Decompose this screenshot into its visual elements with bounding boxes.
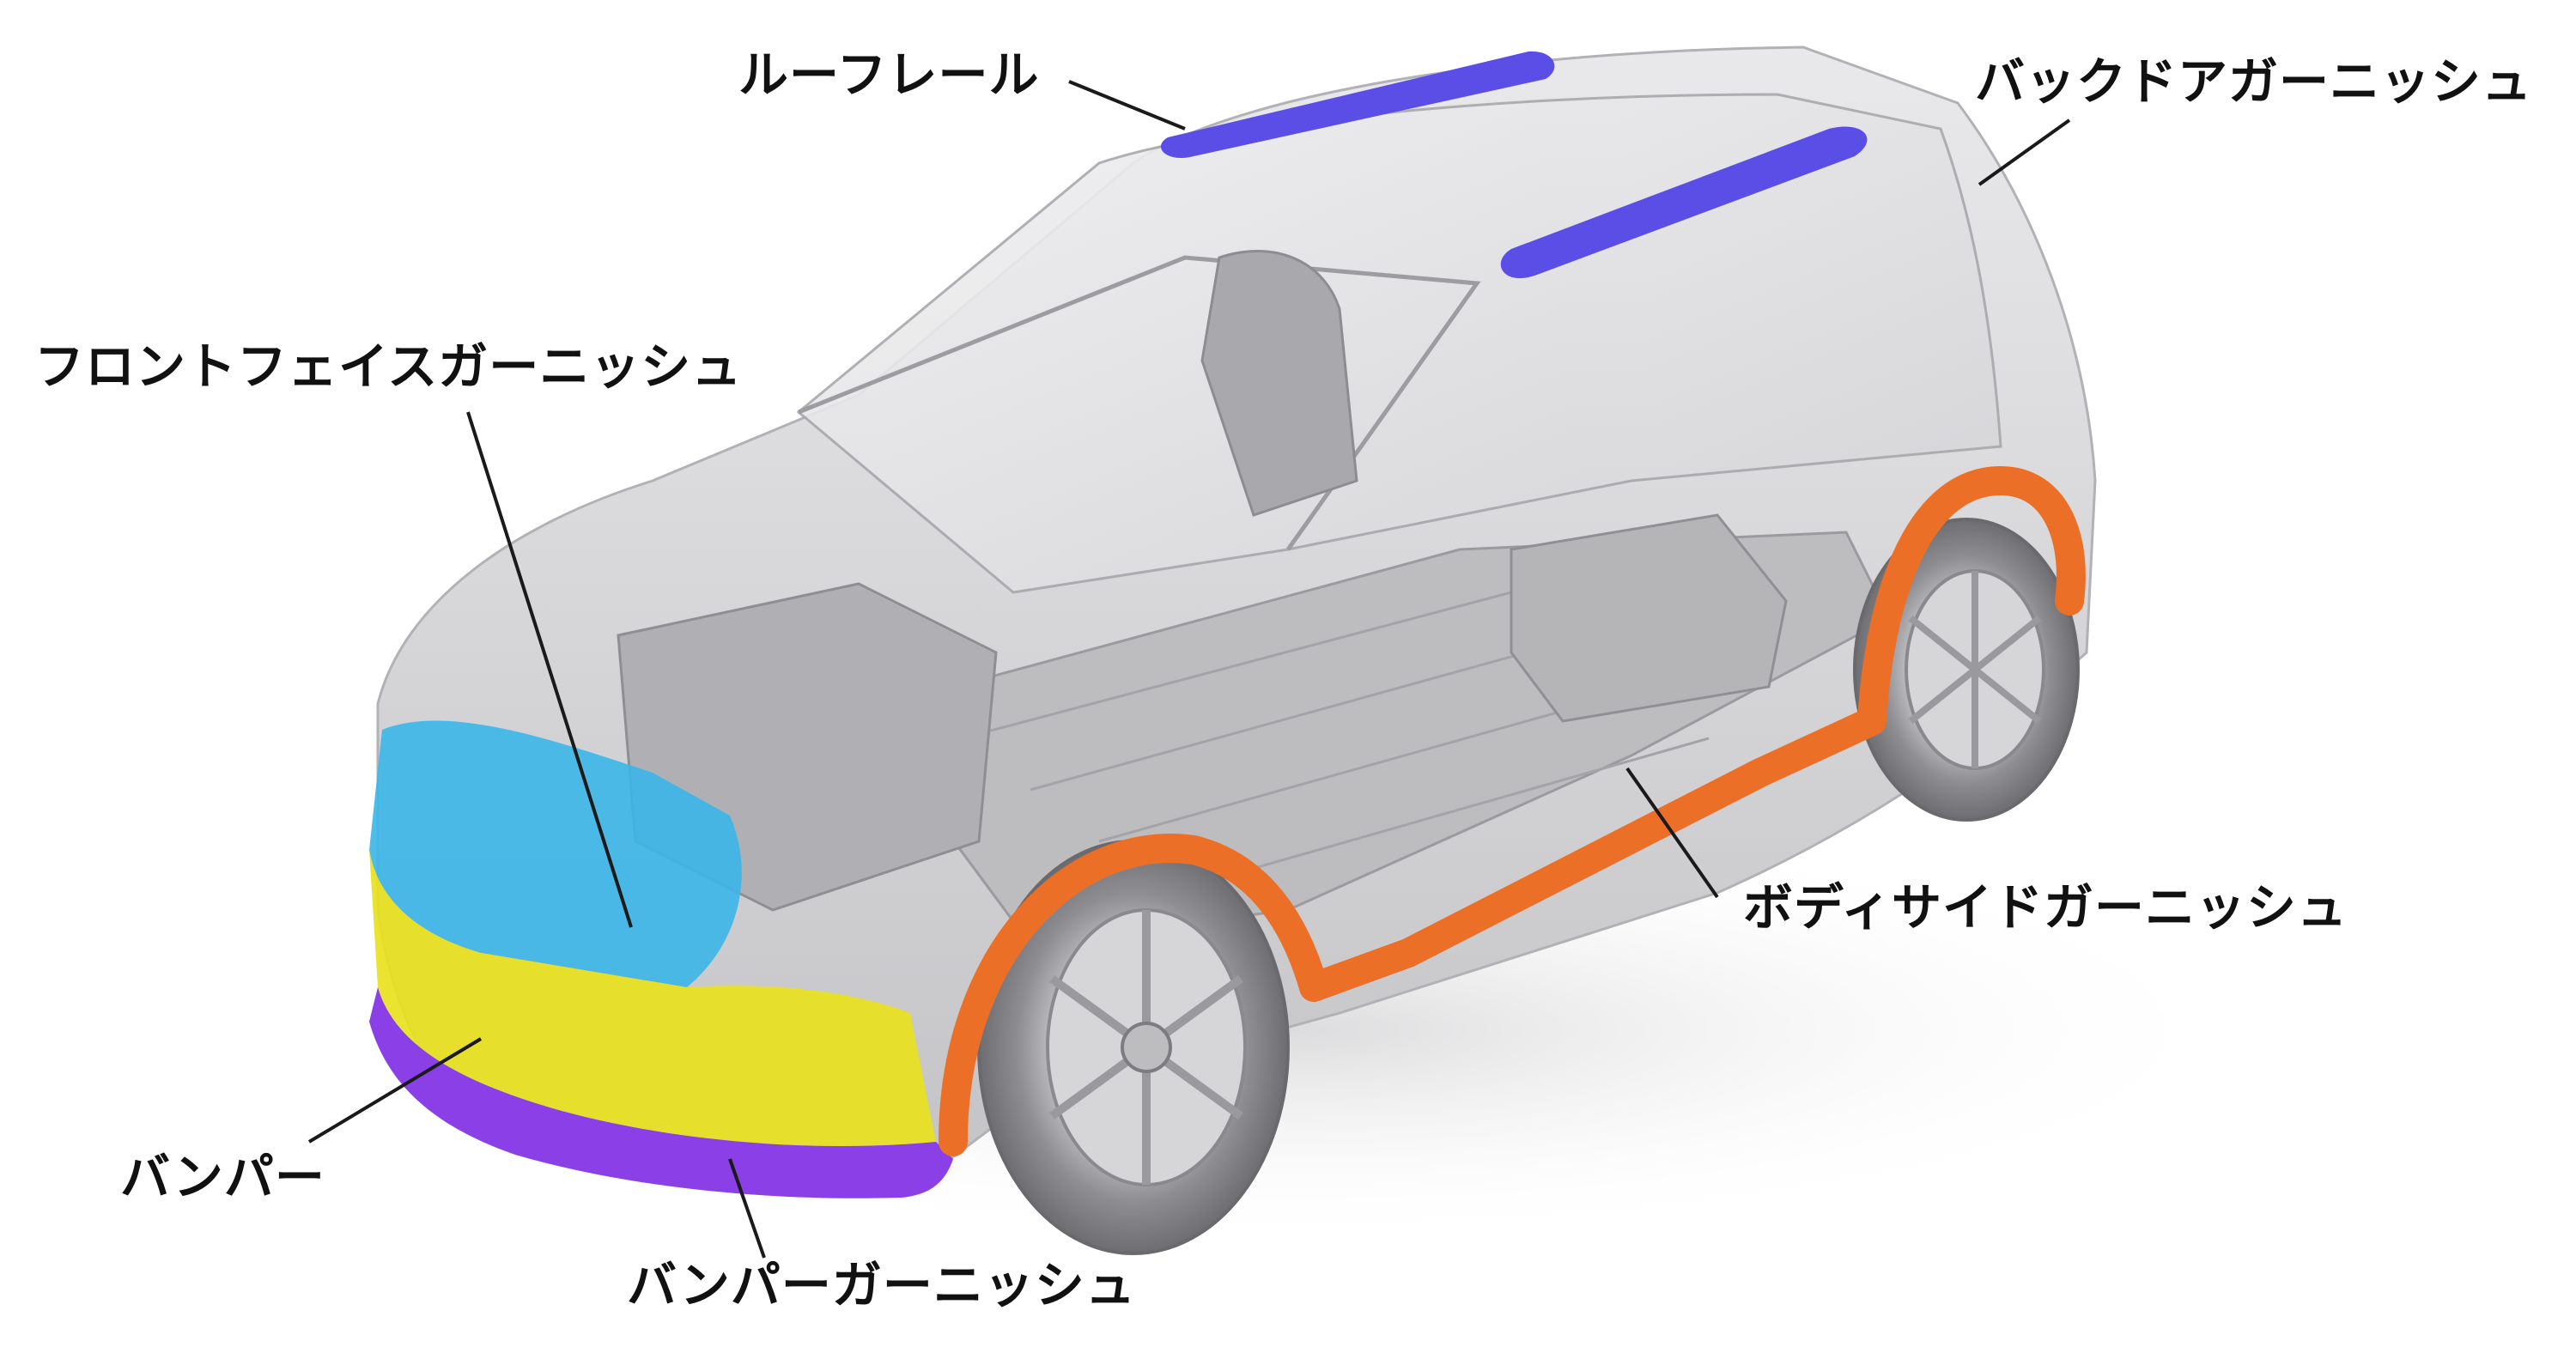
label-back-door-garnish: バックドアガーニッシュ (1975, 52, 2533, 111)
label-bumper: バンパー (120, 1148, 325, 1206)
front-wheel (977, 840, 1290, 1255)
front-face-garnish-shape (369, 720, 742, 987)
leader-body-side-garnish (1625, 767, 1719, 899)
roof-rail-right (1500, 126, 1868, 279)
bumper-shape (369, 850, 936, 1147)
label-body-side-garnish: ボディサイドガーニッシュ (1743, 878, 2348, 937)
rear-motor-unit (1510, 513, 1788, 723)
leader-front-face-garnish (466, 411, 633, 928)
windshield-frame (798, 255, 1481, 551)
leader-bumper (307, 1037, 483, 1144)
rear-wheel (1853, 518, 2080, 822)
label-front-face-garnish: フロントフェイスガーニッシュ (34, 337, 743, 396)
leader-lines (307, 80, 2071, 1259)
leader-back-door-garnish (1978, 118, 2071, 186)
label-bumper-garnish: バンパーガーニッシュ (627, 1256, 1136, 1314)
body-side-garnish-shape (939, 466, 2086, 1156)
roof-rail-left (1160, 51, 1555, 158)
leader-roof-rail (1068, 80, 1186, 130)
front-seat (1200, 250, 1358, 517)
leader-bumper-garnish (728, 1158, 766, 1259)
bumper-garnish-shape (369, 987, 953, 1198)
label-roof-rail: ルーフレール (738, 46, 1040, 104)
